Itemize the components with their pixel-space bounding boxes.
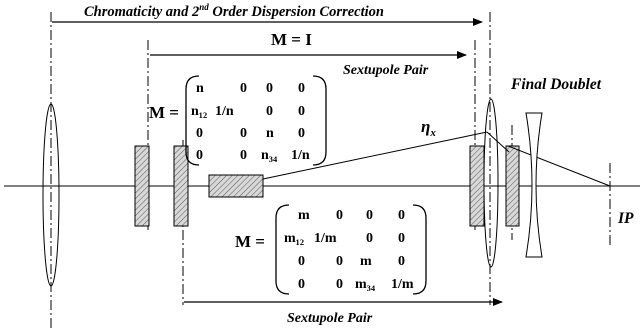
matrix-lower-cell: m₁₂	[284, 231, 304, 246]
identity-label: M = I	[271, 30, 312, 49]
sextupole-1	[134, 145, 150, 227]
converging-ray	[507, 145, 611, 187]
matrix-lower-cell: 0	[336, 254, 343, 269]
eta-x-label: ηx	[421, 117, 436, 139]
matrix-upper-cell: 0	[196, 148, 203, 163]
matrix-lower-prefix: M =	[235, 232, 265, 251]
matrix-lower-cell: 0	[398, 208, 405, 223]
matrix-upper-cell: n	[196, 81, 204, 96]
focusing-lens-right	[483, 98, 499, 268]
matrix-upper: M = n 0 0 0 n₁₂ 1/n 0 0 0 0 n 0 0 0 n₃₄ …	[149, 75, 327, 166]
matrix-lower-cell: 0	[298, 277, 305, 292]
matrix-upper-cell: n₁₂	[191, 104, 207, 119]
matrix-lower: M = m 0 0 0 m₁₂ 1/m 0 0 0 0 m 0 0 0 m₃₄ …	[235, 204, 427, 295]
matrix-upper-cell: 0	[266, 81, 273, 96]
sextupole-3	[469, 145, 485, 227]
matrix-lower-cell: 0	[298, 254, 305, 269]
matrix-upper-cell: 1/n	[215, 104, 234, 119]
dispersion-trajectory-out	[486, 131, 510, 153]
sextupole-pair-upper-label: Sextupole Pair	[343, 63, 429, 78]
matrix-lower-cell: 0	[366, 231, 373, 246]
matrix-upper-cell: 0	[298, 104, 305, 119]
matrix-lower-bracket-left	[275, 204, 290, 295]
final-doublet-label: Final Doublet	[510, 76, 602, 93]
top-arrow-label: Chromaticity and 2nd Order Dispersion Co…	[84, 2, 384, 20]
matrix-upper-cell: 0	[240, 81, 247, 96]
defocusing-lens	[525, 112, 543, 258]
ip-label: IP	[617, 210, 634, 227]
matrix-lower-cell: 0	[398, 231, 405, 246]
matrix-lower-cell: m₃₄	[355, 277, 376, 292]
matrix-lower-cell: 0	[398, 254, 405, 269]
matrix-lower-cell: m	[298, 208, 310, 223]
matrix-lower-cell: m	[360, 254, 372, 269]
lens-left	[42, 103, 60, 287]
matrix-upper-cell: 0	[240, 148, 247, 163]
matrix-lower-cell: 0	[336, 277, 343, 292]
dispersion-trajectory	[262, 131, 488, 180]
matrix-upper-cell: n	[266, 126, 274, 141]
matrix-upper-cell: 1/n	[291, 148, 310, 163]
matrix-upper-bracket-right	[312, 75, 327, 166]
sextupole-2	[173, 145, 189, 227]
matrix-lower-bracket-right	[412, 204, 427, 295]
sextupole-4	[505, 145, 520, 227]
matrix-lower-cell: 0	[366, 208, 373, 223]
matrix-upper-cell: 0	[196, 126, 203, 141]
matrix-upper-cell: n₃₄	[261, 148, 278, 163]
matrix-upper-cell: 0	[240, 126, 247, 141]
matrix-lower-cell: 1/m	[391, 277, 414, 292]
matrix-upper-cell: 0	[266, 104, 273, 119]
matrix-lower-cell: 0	[336, 208, 343, 223]
matrix-upper-cell: 0	[298, 81, 305, 96]
sextupole-pair-lower-label: Sextupole Pair	[287, 311, 373, 326]
matrix-upper-prefix: M =	[149, 103, 179, 122]
matrix-upper-bracket-left	[185, 75, 200, 166]
matrix-lower-cell: 1/m	[314, 231, 337, 246]
dipole-bend	[208, 174, 264, 198]
matrix-upper-cell: 0	[298, 126, 305, 141]
